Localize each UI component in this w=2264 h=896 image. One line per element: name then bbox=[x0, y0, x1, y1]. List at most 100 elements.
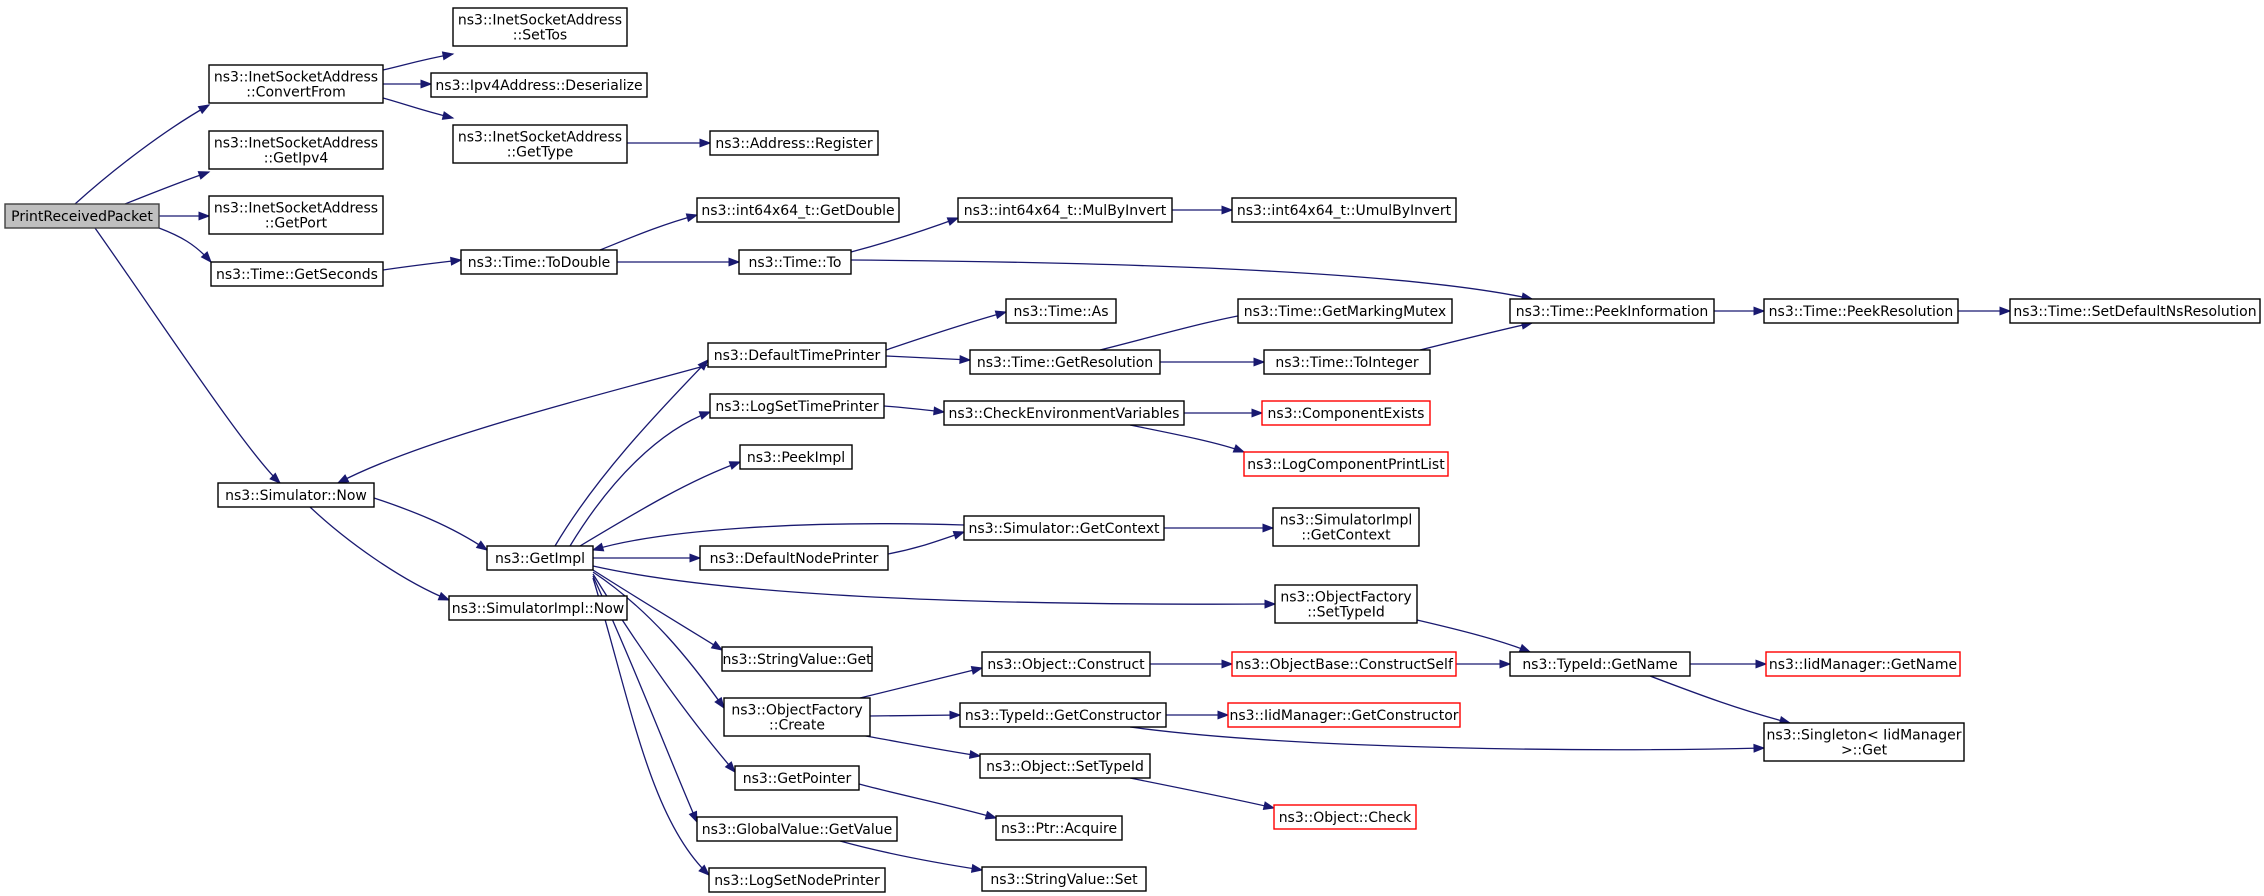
node-todouble[interactable]: ns3::Time::ToDouble bbox=[460, 249, 618, 275]
node-getimpl[interactable]: ns3::GetImpl bbox=[486, 545, 594, 571]
node-convfrom[interactable]: ns3::InetSocketAddress::ConvertFrom bbox=[208, 64, 384, 104]
node-objbaseconstruct[interactable]: ns3::ObjectBase::ConstructSelf bbox=[1231, 651, 1457, 677]
node-setdefns[interactable]: ns3::Time::SetDefaultNsResolution bbox=[2009, 298, 2261, 324]
edge-checkenv-to-logcompprint bbox=[1129, 424, 1246, 453]
edge-gvgetvalue-to-strvalset bbox=[839, 840, 984, 873]
node-getsec[interactable]: ns3::Time::GetSeconds bbox=[210, 261, 384, 287]
node-compexists[interactable]: ns3::ComponentExists bbox=[1261, 400, 1431, 426]
node-isa_gettype[interactable]: ns3::InetSocketAddress::GetType bbox=[452, 124, 628, 164]
edge-arrowhead bbox=[1753, 743, 1766, 753]
edge-line bbox=[1129, 777, 1275, 809]
edge-line bbox=[382, 97, 454, 119]
edge-timeto-to-peekinfo bbox=[850, 259, 1534, 302]
edge-arrowhead bbox=[1232, 444, 1246, 453]
node-iidgetname[interactable]: ns3::IidManager::GetName bbox=[1765, 651, 1961, 677]
node-timeas[interactable]: ns3::Time::As bbox=[1005, 298, 1117, 324]
node-addrreg[interactable]: ns3::Address::Register bbox=[709, 130, 879, 156]
node-box bbox=[699, 545, 889, 571]
edge-arrowhead bbox=[475, 540, 489, 551]
edge-line bbox=[885, 355, 971, 361]
node-label: ns3::InetSocketAddress bbox=[214, 201, 378, 217]
node-typeidgetname[interactable]: ns3::TypeId::GetName bbox=[1509, 651, 1691, 677]
edge-arrowhead bbox=[197, 171, 211, 180]
node-objconstruct[interactable]: ns3::Object::Construct bbox=[981, 651, 1151, 677]
node-label: ns3::DefaultNodePrinter bbox=[710, 551, 879, 567]
edge-arrowhead bbox=[336, 474, 350, 484]
edge-simgetctx-to-getimpl bbox=[591, 523, 965, 552]
node-simnow[interactable]: ns3::Simulator::Now bbox=[217, 482, 375, 508]
node-ofsettypeid[interactable]: ns3::ObjectFactory::SetTypeId bbox=[1274, 584, 1418, 624]
node-strvalget[interactable]: ns3::StringValue::Get bbox=[721, 646, 873, 672]
node-label: ns3::IidManager::GetName bbox=[1769, 657, 1957, 673]
node-timeto[interactable]: ns3::Time::To bbox=[738, 249, 852, 275]
node-box bbox=[734, 765, 860, 791]
node-simgetctx[interactable]: ns3::Simulator::GetContext bbox=[963, 515, 1165, 541]
edge-line bbox=[859, 667, 983, 699]
edge-arrowhead bbox=[1753, 306, 1766, 316]
edge-objconstruct-to-objbaseconstruct bbox=[1150, 659, 1234, 669]
edge-arrowhead bbox=[450, 256, 463, 266]
node-label: ns3::StringValue::Set bbox=[990, 872, 1138, 888]
node-simimplnow[interactable]: ns3::SimulatorImpl::Now bbox=[448, 595, 628, 621]
edge-arrowhead bbox=[1499, 659, 1512, 669]
node-simimplgetctx[interactable]: ns3::SimulatorImpl::GetContext bbox=[1272, 507, 1420, 547]
node-box bbox=[696, 197, 900, 223]
edge-mulbyinv-to-umulbyinv bbox=[1172, 205, 1234, 215]
node-logsettp[interactable]: ns3::LogSetTimePrinter bbox=[709, 393, 885, 419]
node-iidgetctor[interactable]: ns3::IidManager::GetConstructor bbox=[1227, 702, 1461, 728]
node-objsettypeid[interactable]: ns3::Object::SetTypeId bbox=[979, 753, 1151, 779]
node-mulbyinv[interactable]: ns3::int64x64_t::MulByInvert bbox=[957, 197, 1173, 223]
node-typeidgetctor[interactable]: ns3::TypeId::GetConstructor bbox=[959, 702, 1167, 728]
edge-line bbox=[858, 783, 997, 819]
node-label: ns3::Time::ToInteger bbox=[1275, 355, 1419, 371]
edge-arrowhead bbox=[728, 461, 742, 470]
node-label: ns3::ObjectBase::ConstructSelf bbox=[1235, 657, 1454, 673]
node-peekinfo[interactable]: ns3::Time::PeekInformation bbox=[1509, 298, 1715, 324]
node-getport[interactable]: ns3::InetSocketAddress::GetPort bbox=[208, 195, 384, 235]
node-getmutex[interactable]: ns3::Time::GetMarkingMutex bbox=[1237, 298, 1453, 324]
edge-arrowhead bbox=[714, 696, 725, 710]
node-label: ns3::InetSocketAddress bbox=[214, 136, 378, 152]
node-checkenv[interactable]: ns3::CheckEnvironmentVariables bbox=[943, 400, 1185, 426]
node-settos[interactable]: ns3::InetSocketAddress::SetTos bbox=[452, 7, 628, 47]
node-label: ns3::DefaultTimePrinter bbox=[714, 348, 881, 364]
node-deftp[interactable]: ns3::DefaultTimePrinter bbox=[707, 342, 887, 368]
node-umulbyinv[interactable]: ns3::int64x64_t::UmulByInvert bbox=[1231, 197, 1457, 223]
node-toint[interactable]: ns3::Time::ToInteger bbox=[1263, 349, 1431, 375]
node-root[interactable]: PrintReceivedPacket bbox=[4, 203, 160, 229]
node-deser[interactable]: ns3::Ipv4Address::Deserialize bbox=[430, 72, 648, 98]
node-peekres[interactable]: ns3::Time::PeekResolution bbox=[1763, 298, 1959, 324]
node-strvalset[interactable]: ns3::StringValue::Set bbox=[981, 866, 1147, 892]
node-objcheck[interactable]: ns3::Object::Check bbox=[1273, 804, 1417, 830]
node-label: ns3::int64x64_t::UmulByInvert bbox=[1237, 203, 1452, 219]
node-peekimpl[interactable]: ns3::PeekImpl bbox=[739, 444, 853, 470]
node-getipv4[interactable]: ns3::InetSocketAddress::GetIpv4 bbox=[208, 130, 384, 170]
node-gvgetvalue[interactable]: ns3::GlobalValue::GetValue bbox=[696, 816, 898, 842]
edge-getres-to-toint bbox=[1160, 357, 1266, 367]
node-box bbox=[1273, 804, 1417, 830]
node-getpointer[interactable]: ns3::GetPointer bbox=[734, 765, 860, 791]
node-ptracquire[interactable]: ns3::Ptr::Acquire bbox=[995, 815, 1123, 841]
node-label: ns3::Simulator::Now bbox=[225, 488, 367, 504]
node-box bbox=[210, 261, 384, 287]
node-label: ns3::Time::GetResolution bbox=[977, 355, 1153, 371]
node-label: ns3::Time::GetSeconds bbox=[216, 267, 378, 283]
node-box bbox=[1227, 702, 1461, 728]
node-box bbox=[486, 545, 594, 571]
node-box bbox=[1509, 651, 1691, 677]
edge-todouble-to-timeto bbox=[617, 257, 741, 267]
edge-objsettypeid-to-objcheck bbox=[1129, 777, 1276, 810]
node-label: ns3::Time::ToDouble bbox=[468, 255, 611, 271]
node-box bbox=[4, 203, 160, 229]
edge-typeidgetctor-to-singleton bbox=[1129, 726, 1766, 753]
node-box bbox=[1274, 584, 1418, 624]
node-getres[interactable]: ns3::Time::GetResolution bbox=[969, 349, 1161, 375]
edge-line bbox=[1129, 424, 1245, 453]
node-logsetnp[interactable]: ns3::LogSetNodePrinter bbox=[708, 867, 886, 893]
node-i64getdouble[interactable]: ns3::int64x64_t::GetDouble bbox=[696, 197, 900, 223]
node-defnp[interactable]: ns3::DefaultNodePrinter bbox=[699, 545, 889, 571]
node-logcompprint[interactable]: ns3::LogComponentPrintList bbox=[1243, 451, 1449, 477]
node-singleton[interactable]: ns3::Singleton< IidManager>::Get bbox=[1763, 722, 1965, 762]
node-ofcreate[interactable]: ns3::ObjectFactory::Create bbox=[723, 697, 871, 737]
